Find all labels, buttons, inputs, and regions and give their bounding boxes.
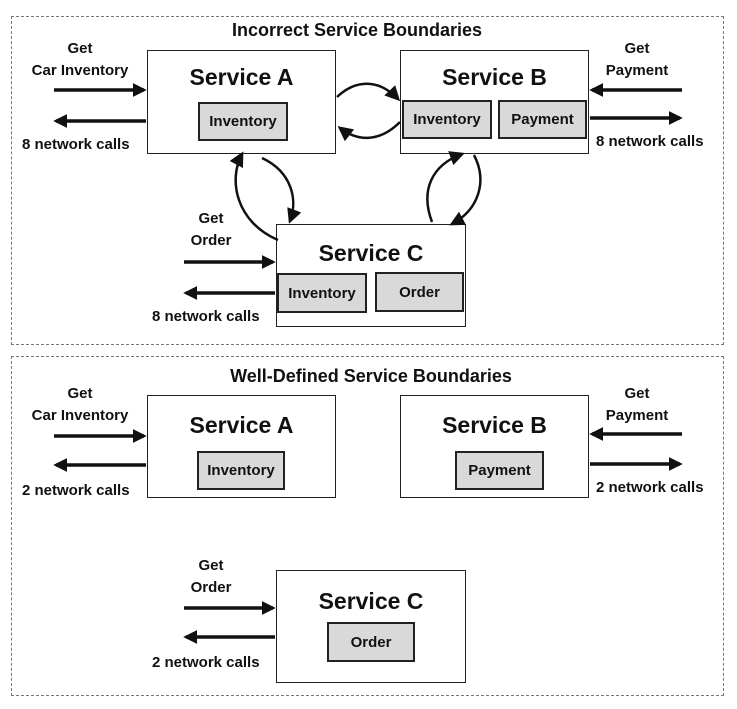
well-defined-boundaries-title: Well-Defined Service Boundaries [230,366,512,386]
top-calls-b: 8 network calls [596,133,704,150]
bottom-calls-b: 2 network calls [596,479,704,496]
bottom-service-a-title: Service A [189,412,294,438]
bottom-calls-c: 2 network calls [152,654,260,671]
bottom-service-c-title: Service C [318,588,424,614]
top-service-b-title: Service B [442,64,547,90]
c-to-a-arrow [229,151,279,242]
bottom-service-c-order: Order [327,622,415,662]
top-service-b-inventory: Inventory [402,100,492,139]
incorrect-boundaries-panel [11,16,724,345]
incorrect-boundaries-title: Incorrect Service Boundaries [231,20,483,40]
a-to-c-arrow [261,156,302,224]
top-service-b-payment: Payment [498,100,587,139]
b-to-a-arrow [337,121,401,142]
bottom-service-b-title: Service B [442,412,547,438]
bottom-service-a-inventory: Inventory [197,451,285,490]
well-defined-boundaries-panel [11,356,724,696]
a-to-b-arrow [336,82,401,102]
b-to-c-arrow [449,154,482,226]
bottom-calls-a: 2 network calls [22,482,130,499]
top-service-c-order: Order [375,272,464,312]
top-service-c-title: Service C [318,240,424,266]
c-to-b-arrow [426,151,465,223]
top-calls-a: 8 network calls [22,136,130,153]
top-service-a-title: Service A [189,64,294,90]
top-calls-c: 8 network calls [152,308,260,325]
bottom-service-b-payment: Payment [455,451,544,490]
top-service-a-inventory: Inventory [198,102,288,141]
top-service-c-inventory: Inventory [277,273,367,313]
